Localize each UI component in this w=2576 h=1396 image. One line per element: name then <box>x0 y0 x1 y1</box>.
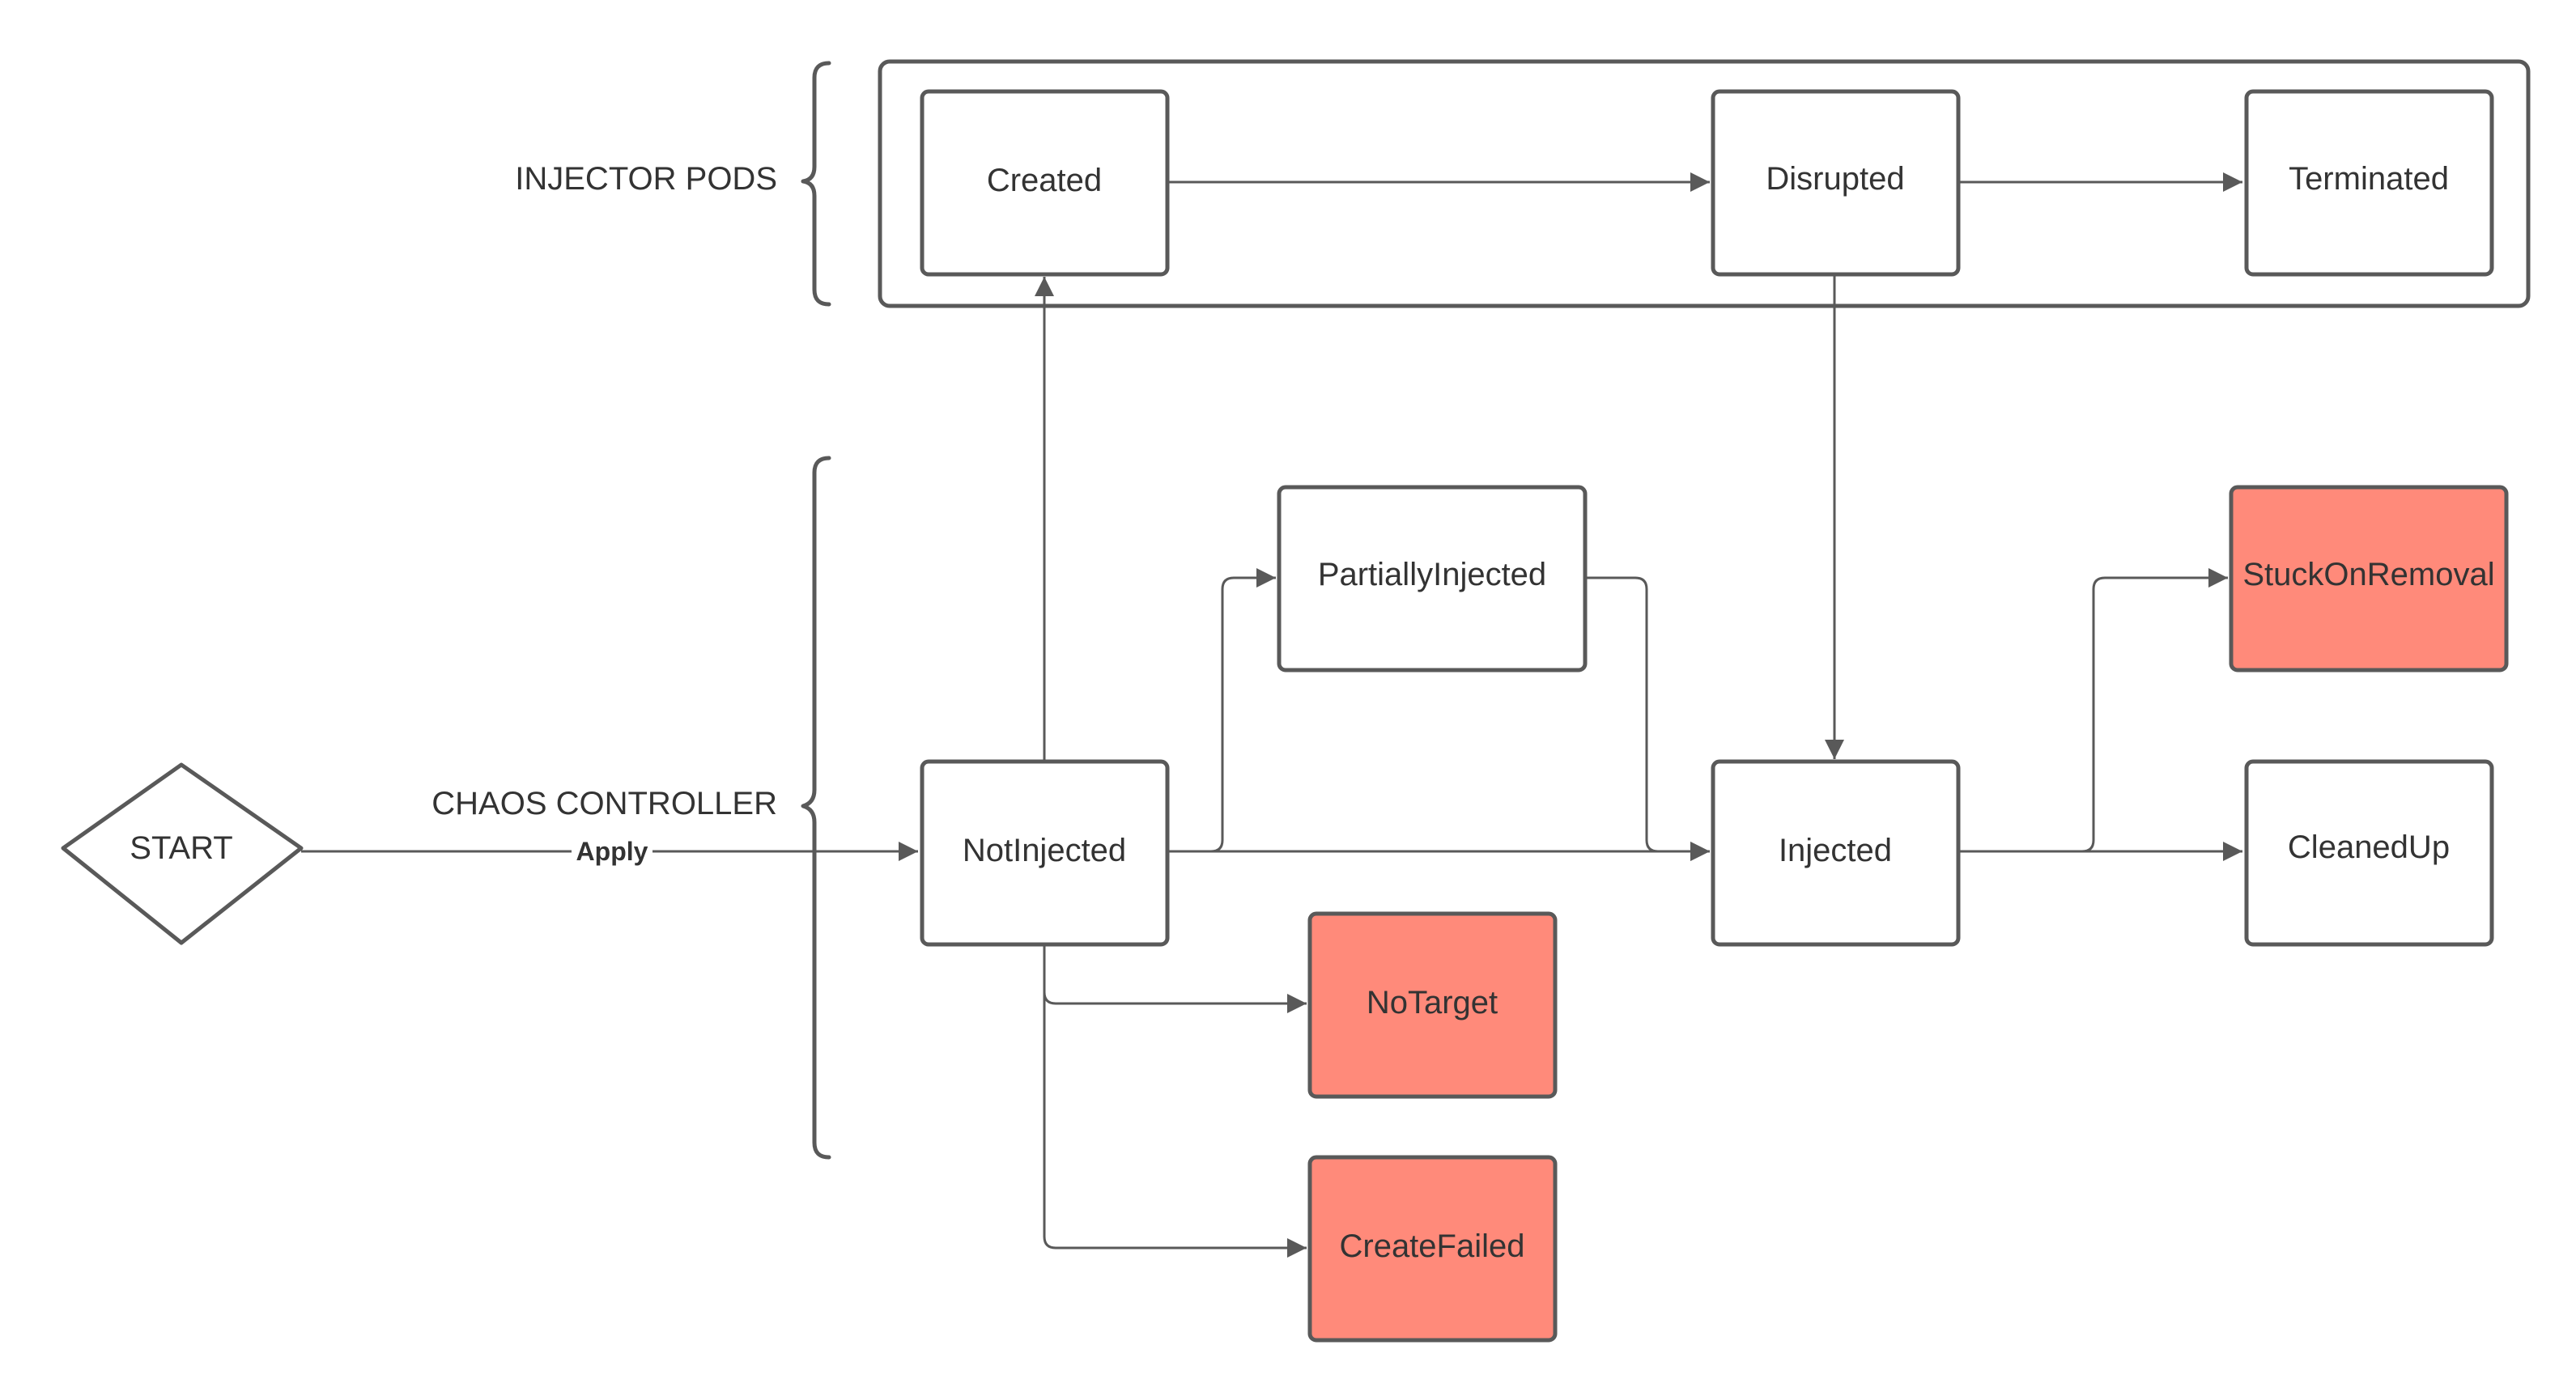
state-terminated[interactable]: Terminated <box>2244 89 2494 277</box>
edges <box>301 172 2242 1258</box>
state-created[interactable]: Created <box>920 89 1170 277</box>
state-disrupted-label: Disrupted <box>1766 161 1904 197</box>
state-notinjected-label: NotInjected <box>963 833 1126 868</box>
state-created-label: Created <box>987 163 1102 198</box>
state-stuckonremoval[interactable]: StuckOnRemoval <box>2229 485 2509 673</box>
state-cleanedup-label: CleanedUp <box>2288 830 2450 865</box>
edge-notinjected-to-partiallyinjected <box>1166 568 1276 853</box>
injector-pods-brace <box>801 61 831 307</box>
state-notarget-label: NoTarget <box>1367 985 1498 1020</box>
start-label: START <box>130 830 232 866</box>
edge-injected-to-stuckonremoval <box>1958 568 2228 853</box>
chaos-controller-brace <box>801 456 831 1160</box>
state-cleanedup[interactable]: CleanedUp <box>2244 759 2494 947</box>
edge-notinjected-to-notarget <box>1043 944 1307 1013</box>
state-injected-label: Injected <box>1779 833 1892 868</box>
chaos-controller-label: CHAOS CONTROLLER <box>431 786 777 821</box>
apply-edge-label: Apply <box>576 837 648 866</box>
apply-label-background <box>572 835 653 868</box>
state-injected[interactable]: Injected <box>1711 759 1961 947</box>
edge-notinjected-to-createfailed <box>1043 944 1307 1258</box>
state-createfailed[interactable]: CreateFailed <box>1307 1155 1558 1343</box>
state-notarget[interactable]: NoTarget <box>1307 911 1558 1099</box>
state-partiallyinjected[interactable]: PartiallyInjected <box>1277 485 1588 673</box>
state-disrupted[interactable]: Disrupted <box>1711 89 1961 277</box>
state-terminated-label: Terminated <box>2289 161 2449 197</box>
injector-pods-container <box>878 59 2531 308</box>
state-notinjected[interactable]: NotInjected <box>920 759 1170 947</box>
start-node[interactable]: START <box>61 762 304 945</box>
state-stuckonremoval-label: StuckOnRemoval <box>2242 557 2494 592</box>
state-partiallyinjected-label: PartiallyInjected <box>1318 557 1546 592</box>
injector-pods-label: INJECTOR PODS <box>515 161 777 197</box>
start-diamond-shape <box>61 762 304 945</box>
state-createfailed-label: CreateFailed <box>1339 1228 1524 1264</box>
edge-partiallyinjected-to-injected <box>1583 576 1710 861</box>
